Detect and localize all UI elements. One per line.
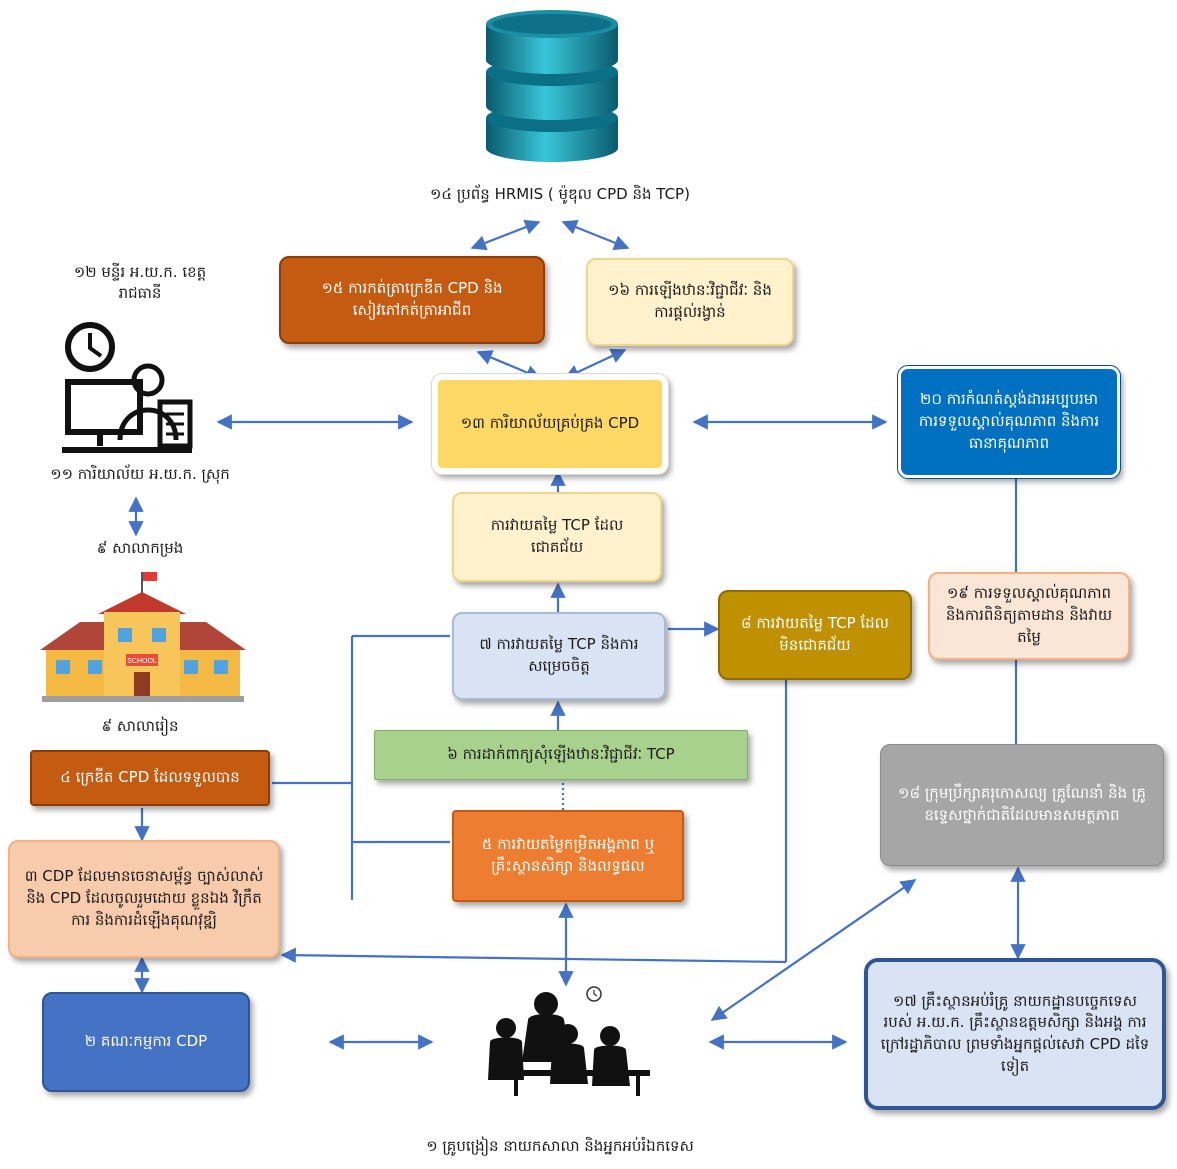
box-minimum-standards: ២០ ការកំណត់ស្តង់ដារអប្បបរមា ការទទួលស្គាល… xyxy=(897,365,1121,479)
box-tcp-assessment-decision: ៧ ការវាយតម្លៃ TCP និងការ សម្រេចចិត្ត xyxy=(452,612,666,700)
box-cpd-credit-record: ១៥ ការកត់ត្រាក្រេឌីត CPD និង សៀវភៅកត់ត្រ… xyxy=(279,256,545,344)
box-tcp-application: ៦ ការដាក់ពាក្យសុំឡើងឋានៈវិជ្ជាជីវៈ TCP xyxy=(374,730,748,780)
school-sign: SCHOOL xyxy=(127,658,157,665)
box-tcp-unsuccessful: ៨ ការវាយតម្លៃ TCP ដែល មិនជោគជ័យ xyxy=(718,590,912,680)
arrow-1-18 xyxy=(710,879,917,1021)
arrow-hrmis-15 xyxy=(470,219,541,251)
school-building-icon: SCHOOL xyxy=(40,572,246,702)
box-quality-recognition: ១៩ ការទទួលស្គាល់គុណភាព និងការពិនិត្យតាមដ… xyxy=(928,572,1130,660)
label-school: ៩ សាលារៀន xyxy=(101,717,179,735)
district-office-worker-icon xyxy=(62,322,193,453)
label-hrmis: ១៤ ប្រព័ន្ធ HRMIS ( ម៉ូឌុល CPD និង TCP) xyxy=(430,185,690,203)
arrow-15-13 xyxy=(476,350,542,380)
box-tcp-successful: ការវាយតម្លៃ TCP ដែល ជោគជ័យ xyxy=(452,492,662,582)
arrow-16-13 xyxy=(563,348,627,380)
label-teachers: ១ គ្រូបង្រៀន នាយកសាលា និងអ្នកអប់រំឯកទេស xyxy=(426,1137,694,1155)
box-cpd-management-office: ១៣ ការិយាល័យគ្រប់គ្រង CPD xyxy=(431,373,669,475)
box-cpd-providers: ១៧ គ្រឹះស្ថានអប់រំគ្រូ នាយកដ្ឋានបច្ចេកទេ… xyxy=(864,958,1166,1110)
box-professional-promotion: ១៦ ការឡើងឋានៈវិជ្ជាជីវៈ និង ការផ្តល់រង្វ… xyxy=(586,258,794,346)
box-pedagogical-council: ១៨ ក្រុមប្រឹក្សាគរុកោសល្យ គ្រូណែនាំ និង … xyxy=(880,744,1164,866)
box-unit-level-assessment: ៥ ការវាយតម្លៃកម្រិតអង្គភាព ឬ គ្រឹះស្ថានស… xyxy=(452,810,684,902)
database-icon xyxy=(486,10,618,162)
label-school-cluster: ៩ សាលាកម្រង xyxy=(96,539,184,557)
box-structured-cpd: ៣ CDP ដែលមានចេនាសម្ព័ន្ធ ច្បាស់លាស់ និង … xyxy=(8,840,280,958)
label-district-office: ១១ ការិយាល័យ អ.យ.ក. ស្រុក xyxy=(50,465,230,483)
label-provincial-office: ១២ មន្ទីរ អ.យ.ក. ខេត្តរាជធានី xyxy=(73,263,207,302)
arrow-hrmis-16 xyxy=(561,219,630,251)
box-cdp-committee: ២ គណៈកម្មការ CDP xyxy=(42,992,250,1092)
box-cpd-credits-received: ៤ ក្រេឌីត CPD ដែលទទួលបាន xyxy=(30,750,270,806)
arrow-to-3 xyxy=(280,947,787,964)
clock-icon xyxy=(586,986,602,1002)
teachers-group-icon xyxy=(488,992,650,1096)
